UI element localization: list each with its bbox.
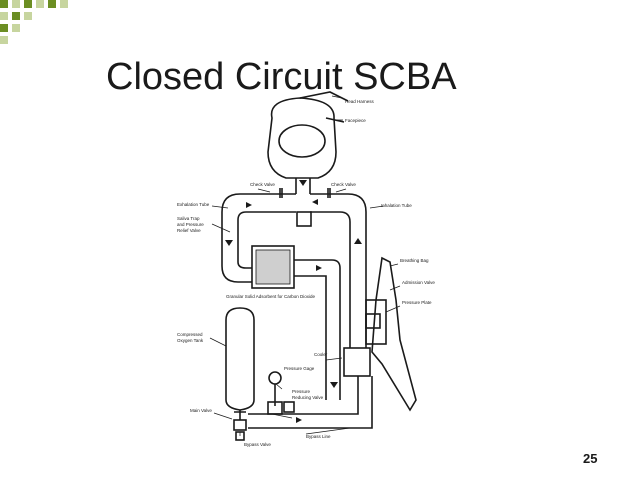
label-head-harness: Head Harness [345,99,375,104]
facepiece-lens [278,124,326,158]
label-main-valve: Main Valve [190,408,212,413]
label-breathing-bag: Breathing Bag [400,258,429,263]
label-bypass-valve: Bypass Valve [244,442,271,447]
main-valve [233,419,247,431]
breathing-bag [371,256,417,412]
label-inhalation-tube: Inhalation Tube [381,203,412,208]
reducing-valve [267,401,283,415]
bypass-line [248,376,373,429]
label-check-valve-left: Check Valve [250,182,275,187]
label-facepiece: Facepiece [345,118,366,123]
label-cooler: Cooler [314,352,328,357]
label-granular: Granular Solid Adsorbent for Carbon Diox… [226,294,316,299]
facepiece [267,97,337,179]
exhalation-tube [221,193,296,283]
pressure-plate [365,313,381,329]
label-compressed-1: Compressed [177,332,203,337]
label-compressed-2: Oxygen Tank [177,338,204,343]
label-pressure-plate: Pressure Plate [402,300,432,305]
oxygen-tank [225,307,255,411]
pressure-gage [268,371,282,385]
label-saliva-trap: Saliva Trap [177,216,200,221]
label-exhalation-tube: Exhalation Tube [177,202,210,207]
label-check-valve-right: Check Valve [331,182,356,187]
label-reducing-2: Reducing Valve [292,395,324,400]
page-number: 25 [583,451,598,466]
label-admission-valve: Admission Valve [402,280,435,285]
inhalation-tube [310,193,367,348]
check-valve-left [279,188,283,198]
label-saliva-trap-2: and Pressure [177,222,204,227]
label-saliva-trap-3: Relief Valve [177,228,201,233]
label-reducing-1: Pressure [292,389,311,394]
label-pressure-gage: Pressure Gage [284,366,315,371]
label-bypass-line: Bypass Line [306,434,331,439]
cooler [343,347,371,377]
slide-title: Closed Circuit SCBA [106,56,457,98]
check-valve-right [327,188,331,198]
adsorbent-canister [251,245,295,289]
saliva-trap [296,211,312,227]
decorative-squares [0,0,68,44]
